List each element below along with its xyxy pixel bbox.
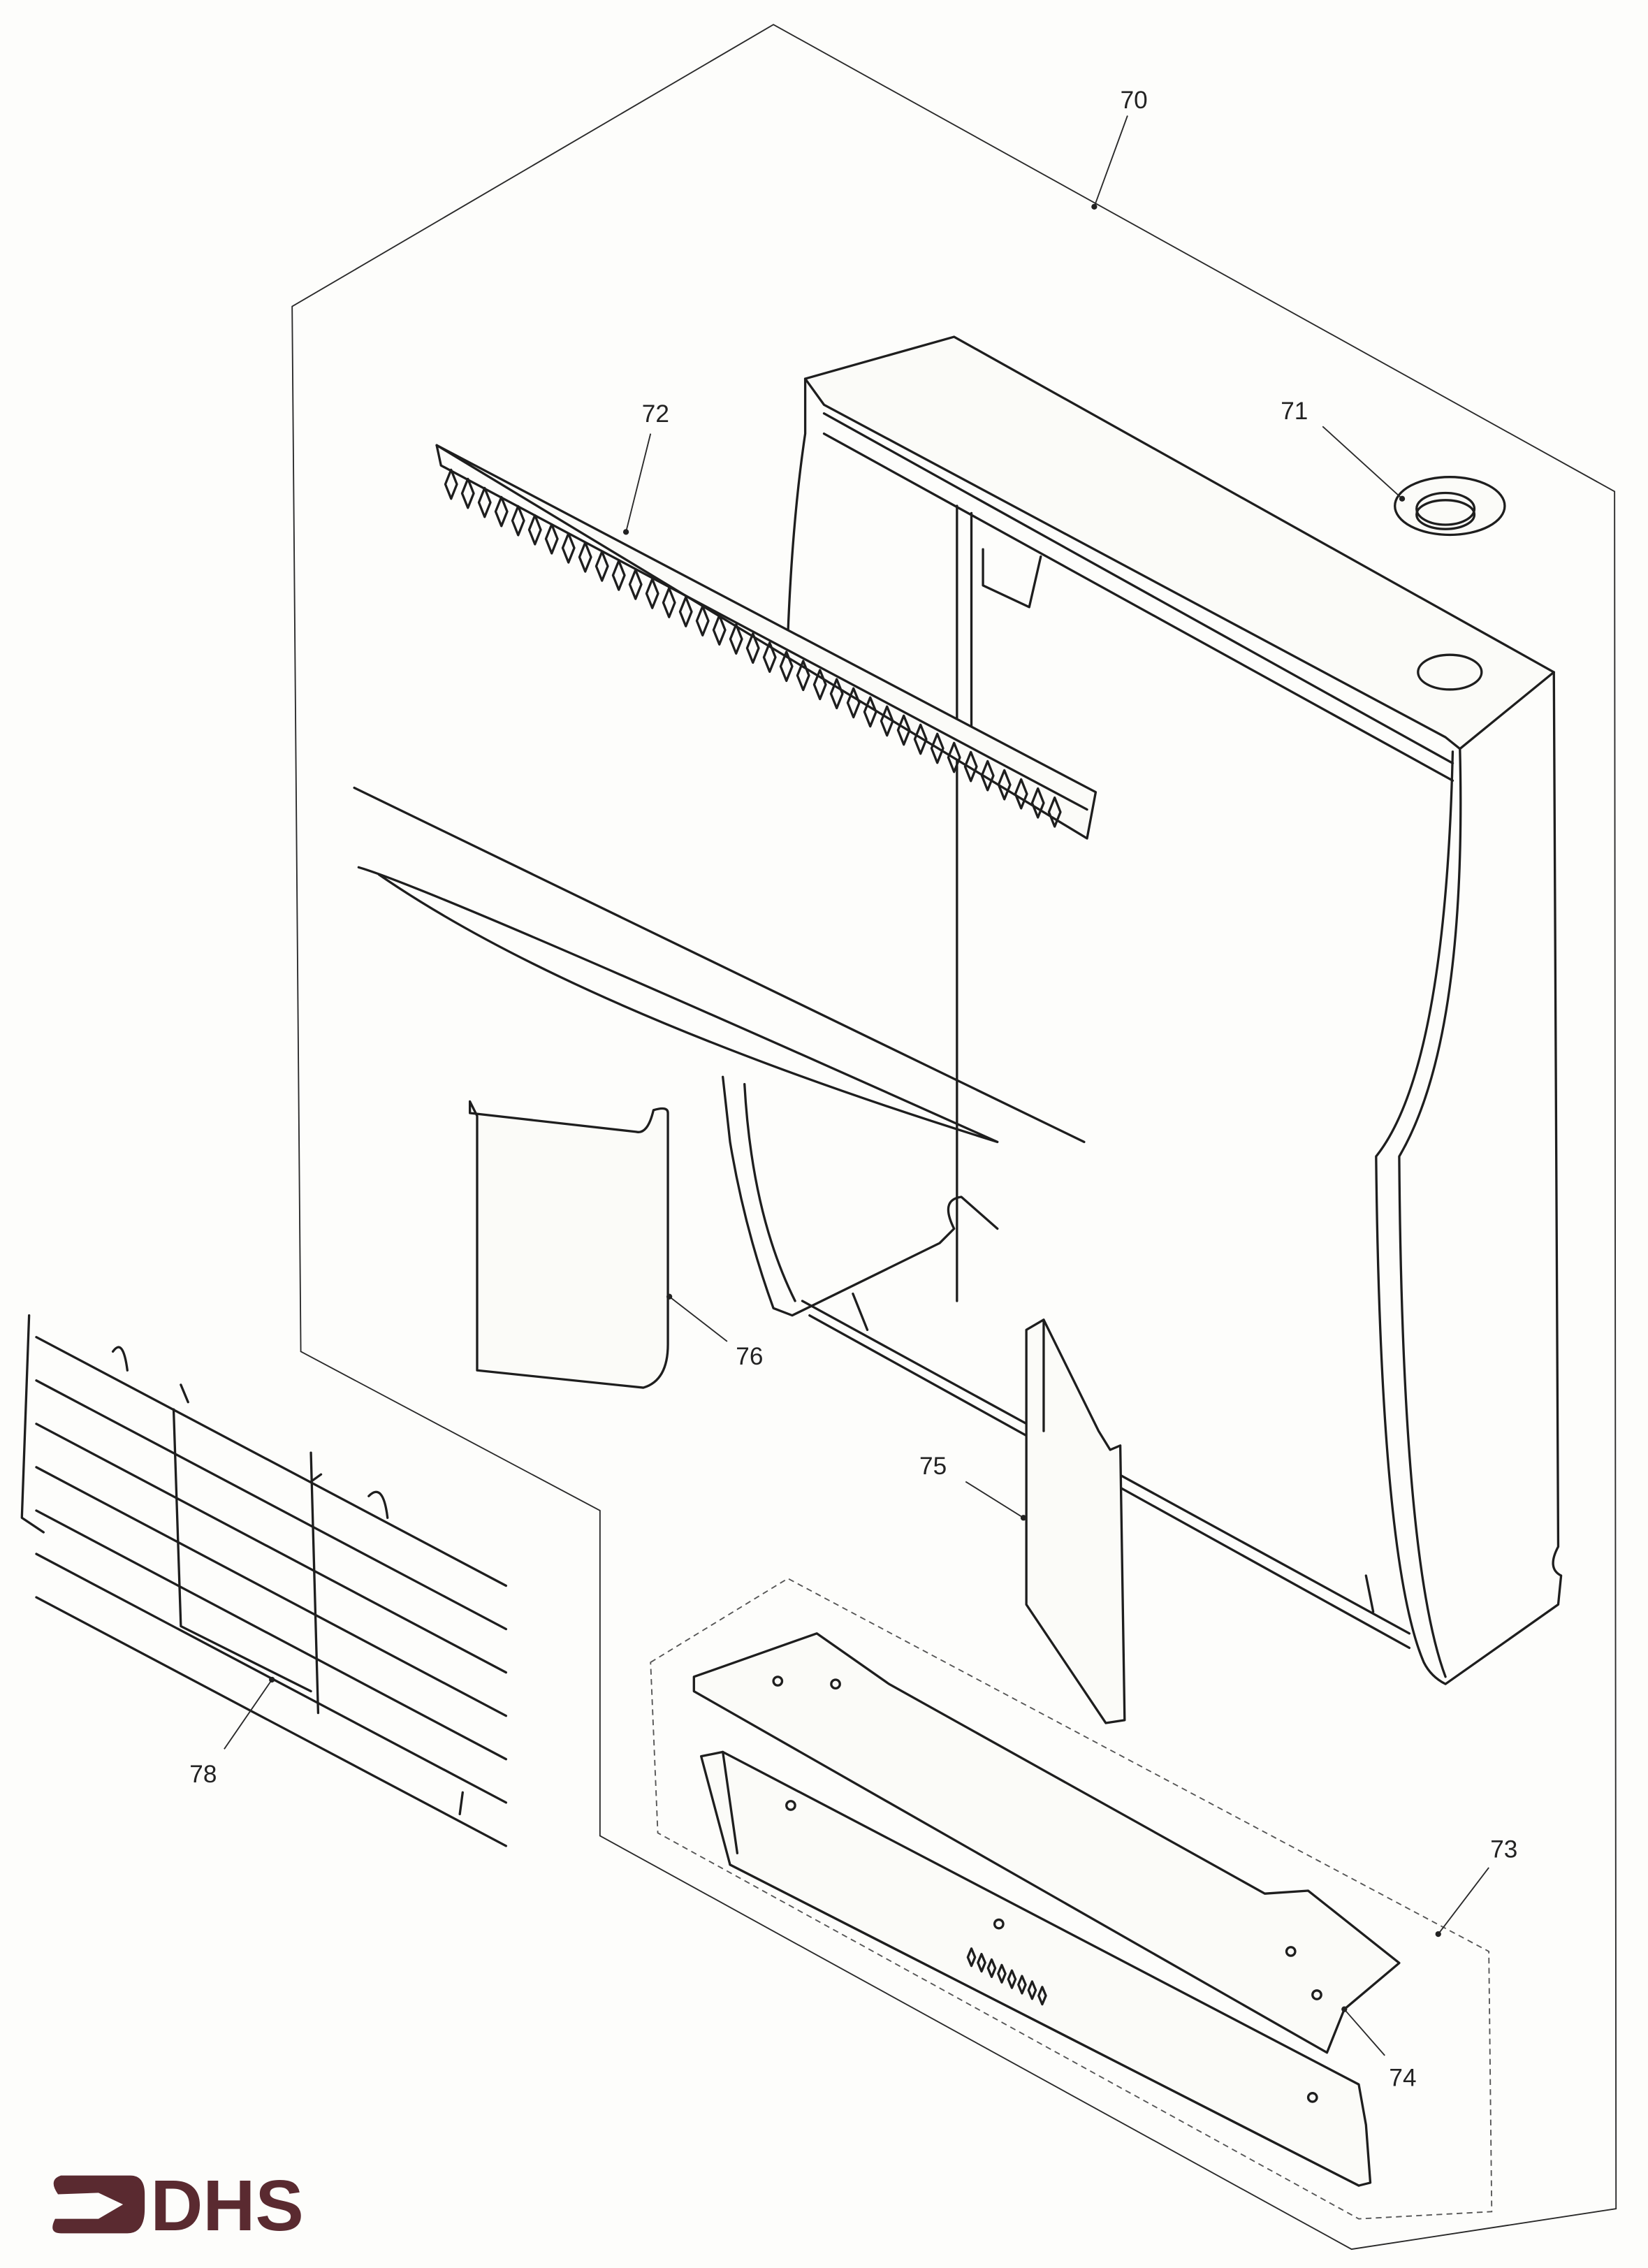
- vent-diamond: [527, 514, 542, 546]
- leader-lines: [224, 115, 1489, 2056]
- vent-diamond: [1014, 778, 1028, 810]
- vent-diamond: [812, 669, 827, 701]
- guard-wire: [35, 1596, 508, 1847]
- vent-diamond: [829, 678, 844, 710]
- vent-diamond: [645, 578, 659, 609]
- part-75-baffle: [1025, 1318, 1126, 1724]
- vent-diamond: [930, 732, 945, 764]
- callout-75: 75: [919, 1453, 947, 1480]
- vent-diamond: [1030, 787, 1045, 819]
- guard-wire: [35, 1423, 508, 1674]
- vent-diamond: [578, 541, 592, 573]
- callout-76: 76: [736, 1343, 763, 1370]
- vent-diamond: [846, 687, 861, 719]
- vent-diamond: [863, 696, 877, 728]
- part-74-brackets: [692, 1632, 1401, 2187]
- vent-diamond: [628, 569, 643, 600]
- callout-70: 70: [1121, 87, 1148, 114]
- vent-diamond: [779, 650, 794, 683]
- guard-wire: [35, 1509, 508, 1761]
- vent-diamond: [678, 596, 693, 627]
- assembly-boundary-70: [291, 24, 1617, 2251]
- vent-diamond: [997, 1963, 1007, 1984]
- vent-diamonds: [444, 468, 1062, 828]
- guard-wire: [35, 1379, 508, 1631]
- vent-diamond: [880, 705, 894, 737]
- callout-71: 71: [1281, 398, 1308, 425]
- part-71-grommet: [1394, 476, 1506, 537]
- vent-diamonds-small: [966, 1947, 1047, 2006]
- kit-boundary-73: [650, 1578, 1493, 2220]
- callout-73: 73: [1490, 1836, 1517, 1863]
- vent-diamond: [745, 632, 760, 664]
- vent-diamond: [460, 477, 475, 509]
- logo-arrow-icon: [52, 2175, 145, 2234]
- vent-diamond: [477, 486, 492, 518]
- guard-wire: [35, 1466, 508, 1717]
- callout-72: 72: [642, 400, 669, 428]
- vent-diamond: [695, 605, 710, 637]
- vent-diamond: [662, 587, 676, 618]
- vent-diamond: [494, 495, 509, 528]
- vent-diamond: [1017, 1975, 1027, 1995]
- logo-text: DHS: [150, 2165, 303, 2246]
- part-78-wire-guard: [20, 1314, 508, 1847]
- vent-diamond: [595, 551, 609, 582]
- vent-diamond: [544, 523, 559, 555]
- vent-diamond: [444, 468, 458, 500]
- vent-diamond: [913, 723, 928, 755]
- vent-diamond: [762, 641, 777, 674]
- vent-diamond: [729, 623, 743, 655]
- vent-diamond: [963, 750, 978, 783]
- vent-diamond: [561, 532, 576, 564]
- vent-diamond: [511, 504, 525, 537]
- vent-diamond: [1007, 1969, 1017, 1989]
- vent-diamond: [1027, 1980, 1037, 2000]
- vent-diamond: [997, 769, 1012, 801]
- guard-wire: [35, 1336, 508, 1587]
- vent-diamond: [1037, 1986, 1047, 2006]
- vent-diamond: [1047, 796, 1062, 828]
- part-76-cover: [468, 1100, 669, 1389]
- vent-diamond: [966, 1947, 977, 1968]
- callout-74: 74: [1389, 2064, 1416, 2091]
- vent-diamond: [980, 759, 995, 792]
- vent-diamond: [947, 741, 961, 773]
- vent-diamond: [712, 614, 727, 646]
- vent-diamond: [977, 1952, 986, 1973]
- vent-diamond: [611, 560, 626, 591]
- vent-diamond: [796, 660, 810, 692]
- vent-diamond: [986, 1958, 997, 1978]
- callout-78: 78: [189, 1761, 217, 1788]
- dhs-logo: DHS: [52, 2165, 304, 2246]
- cabinet-case: [722, 335, 1563, 1685]
- part-72-front-panel: [353, 444, 1098, 1144]
- vent-diamond: [896, 714, 911, 746]
